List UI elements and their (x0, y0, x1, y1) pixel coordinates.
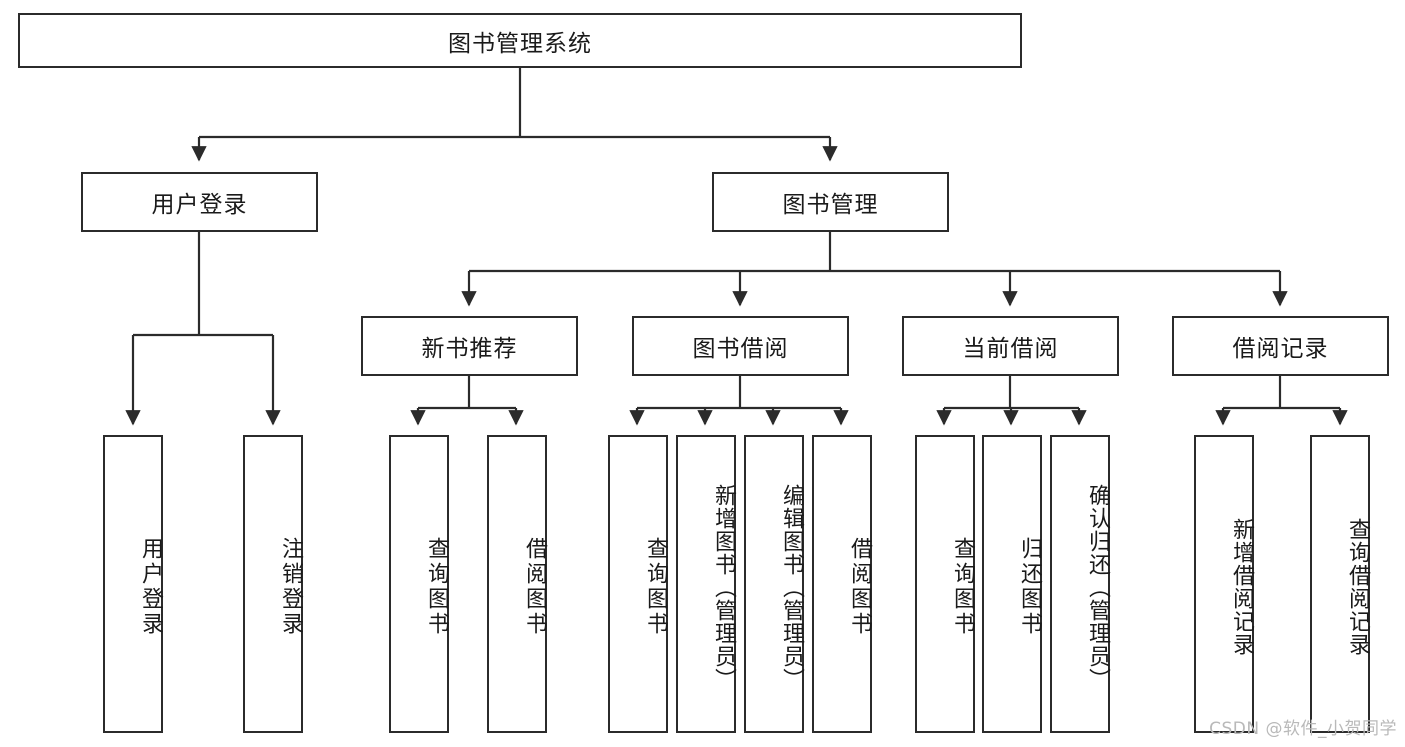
leaf-borrow-record-2-label: 查询借阅记录 (1345, 518, 1370, 656)
leaf-book-borrow-2-label: 新增图书（管理员） (711, 483, 736, 691)
leaf-new-book-rec-1[interactable]: 查询图书 (389, 435, 449, 733)
leaf-new-book-rec-2-label: 借阅图书 (522, 537, 547, 637)
node-user-login[interactable]: 用户登录 (81, 172, 318, 232)
leaf-new-book-rec-1-label: 查询图书 (424, 537, 449, 637)
leaf-current-borrow-1-label: 查询图书 (950, 537, 975, 637)
leaf-current-borrow-3-label: 确认归还（管理员） (1085, 483, 1110, 691)
node-current-borrow[interactable]: 当前借阅 (902, 316, 1119, 376)
leaf-book-borrow-1-label: 查询图书 (643, 537, 668, 637)
leaf-book-borrow-4[interactable]: 借阅图书 (812, 435, 872, 733)
leaf-user-login-1[interactable]: 用户登录 (103, 435, 163, 733)
leaf-user-login-1-label: 用户登录 (138, 537, 163, 637)
leaf-book-borrow-1[interactable]: 查询图书 (608, 435, 668, 733)
leaf-user-login-2-label: 注销登录 (278, 537, 303, 637)
leaf-book-borrow-4-label: 借阅图书 (847, 537, 872, 637)
watermark: CSDN @软件_小贺同学 (1209, 719, 1397, 739)
leaf-current-borrow-2-label: 归还图书 (1017, 537, 1042, 637)
node-book-borrow-label: 图书借阅 (692, 336, 789, 362)
node-root-label: 图书管理系统 (448, 30, 592, 57)
leaf-user-login-2[interactable]: 注销登录 (243, 435, 303, 733)
node-new-book-rec-label: 新书推荐 (421, 336, 518, 362)
node-user-login-label: 用户登录 (151, 192, 248, 218)
leaf-current-borrow-1[interactable]: 查询图书 (915, 435, 975, 733)
leaf-book-borrow-3-label: 编辑图书（管理员） (779, 483, 804, 691)
leaf-current-borrow-3[interactable]: 确认归还（管理员） (1050, 435, 1110, 733)
node-borrow-record[interactable]: 借阅记录 (1172, 316, 1389, 376)
node-book-manage-label: 图书管理 (782, 192, 879, 218)
leaf-current-borrow-2[interactable]: 归还图书 (982, 435, 1042, 733)
leaf-book-borrow-2[interactable]: 新增图书（管理员） (676, 435, 736, 733)
node-borrow-record-label: 借阅记录 (1232, 336, 1329, 362)
leaf-book-borrow-3[interactable]: 编辑图书（管理员） (744, 435, 804, 733)
node-new-book-rec[interactable]: 新书推荐 (361, 316, 578, 376)
node-current-borrow-label: 当前借阅 (962, 336, 1059, 362)
node-book-manage[interactable]: 图书管理 (712, 172, 949, 232)
node-book-borrow[interactable]: 图书借阅 (632, 316, 849, 376)
leaf-borrow-record-2[interactable]: 查询借阅记录 (1310, 435, 1370, 733)
leaf-new-book-rec-2[interactable]: 借阅图书 (487, 435, 547, 733)
leaf-borrow-record-1-label: 新增借阅记录 (1229, 518, 1254, 656)
node-root[interactable]: 图书管理系统 (18, 13, 1022, 68)
leaf-borrow-record-1[interactable]: 新增借阅记录 (1194, 435, 1254, 733)
